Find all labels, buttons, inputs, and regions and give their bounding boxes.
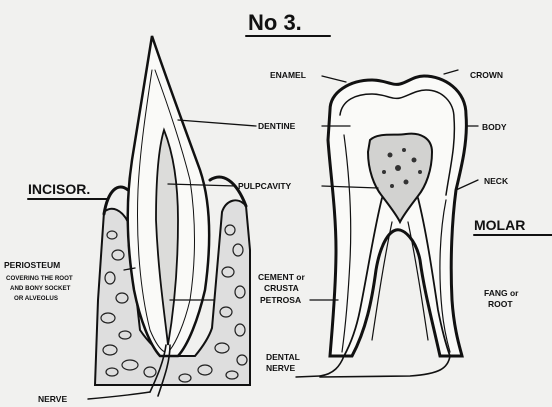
molar-heading: MOLAR: [474, 217, 525, 233]
neck-label: NECK: [484, 176, 509, 186]
fang-label-2: ROOT: [488, 299, 513, 309]
dental-nerve-label-1: DENTAL: [266, 352, 300, 362]
incisor-heading: INCISOR.: [28, 181, 90, 197]
periosteum-desc-1: COVERING THE ROOT: [6, 275, 73, 282]
molar-tooth-drawing: [296, 76, 466, 377]
crown-label: CROWN: [470, 70, 503, 80]
incisor-tooth-drawing: [88, 36, 250, 399]
cement-label-3: PETROSA: [260, 295, 301, 305]
periosteum-label: PERIOSTEUM: [4, 260, 60, 270]
cement-label-2: CRUSTA: [264, 283, 299, 293]
dental-nerve-label-2: NERVE: [266, 363, 295, 373]
nerve-label: NERVE: [38, 394, 67, 404]
periosteum-desc-2: AND BONY SOCKET: [10, 285, 71, 292]
cement-label-1: CEMENT or: [258, 272, 305, 282]
fang-label-1: FANG or: [484, 288, 519, 298]
enamel-label: ENAMEL: [270, 70, 306, 80]
periosteum-desc-3: OR ALVEOLUS: [14, 295, 58, 302]
dentine-label: DENTINE: [258, 121, 296, 131]
page-title: No 3.: [248, 10, 302, 35]
body-label: BODY: [482, 122, 507, 132]
pulp-cavity-label: PULPCAVITY: [238, 181, 292, 191]
